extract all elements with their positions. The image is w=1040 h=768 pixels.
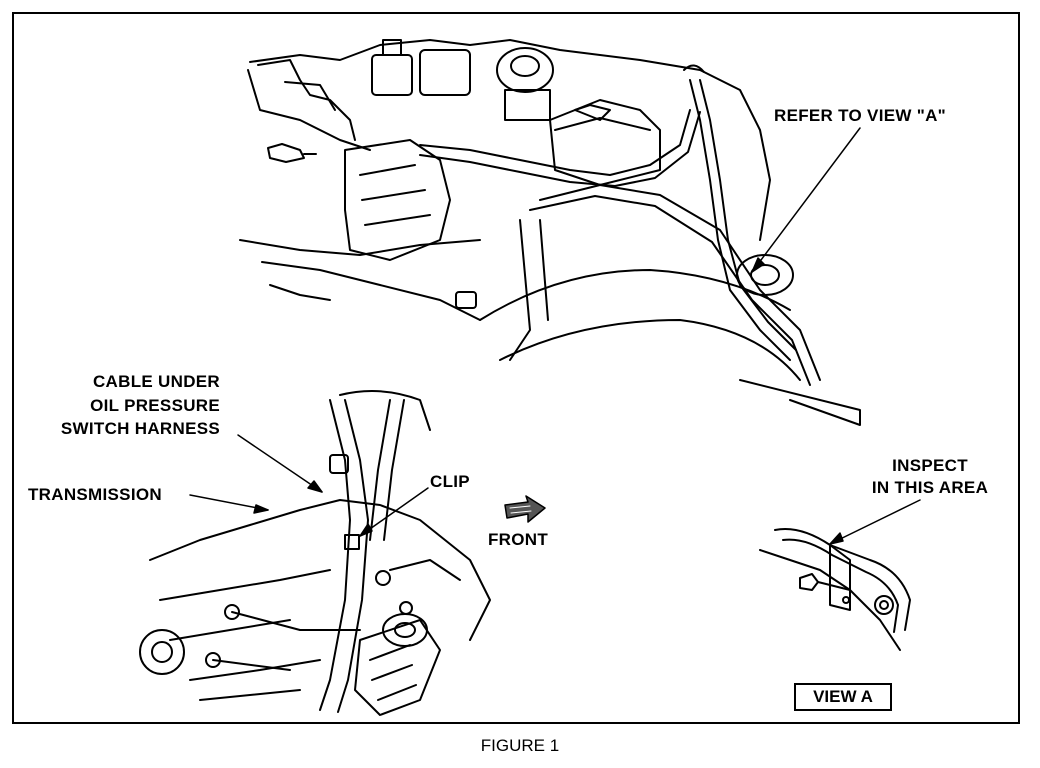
refer-to-view-a-label: REFER TO VIEW "A": [774, 106, 947, 125]
front-label: FRONT: [488, 530, 549, 549]
cable-label-line3: SWITCH HARNESS: [60, 419, 220, 438]
engine-top-view: [239, 39, 861, 426]
figure-caption: FIGURE 1: [480, 736, 560, 755]
front-arrow: [504, 495, 546, 523]
view-a-detail: [759, 528, 911, 651]
transmission-detail-view: [139, 390, 491, 716]
view-a-label-box: VIEW A: [794, 683, 892, 711]
inspect-label-line1: INSPECT: [892, 456, 968, 475]
inspect-label-line2: IN THIS AREA: [871, 478, 989, 497]
cable-label-line1: CABLE UNDER: [92, 372, 220, 391]
leader-lines: [189, 127, 921, 545]
clip-label: CLIP: [430, 472, 470, 491]
cable-label-line2: OIL PRESSURE: [90, 396, 220, 415]
view-a-label: VIEW A: [813, 687, 873, 706]
figure-frame: [12, 12, 1020, 724]
transmission-label: TRANSMISSION: [28, 485, 162, 504]
